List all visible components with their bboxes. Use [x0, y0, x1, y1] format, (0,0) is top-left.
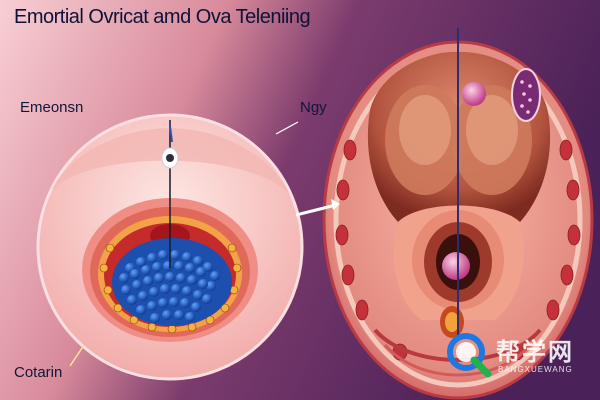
watermark-logo-icon	[447, 333, 492, 378]
bottom-label: Cotarin	[14, 364, 63, 381]
bottom-label-pointer	[69, 344, 85, 367]
watermark-subtext: BANGXUEWANG	[498, 365, 573, 374]
right-label-pointer	[275, 121, 299, 135]
left-cross-section	[36, 113, 304, 381]
watermark: 帮学网 BANGXUEWANG	[440, 328, 600, 384]
ova-cluster	[119, 250, 220, 323]
right-cross-section	[322, 28, 594, 400]
cell-ring	[99, 243, 242, 334]
arrow-icon	[295, 199, 340, 217]
watermark-text: 帮学网	[496, 339, 574, 366]
right-label: Ngy	[300, 99, 327, 116]
left-label: Emeonsn	[20, 99, 84, 116]
page-title: Emortial Ovricat amd Ova Teleniing	[14, 6, 311, 28]
